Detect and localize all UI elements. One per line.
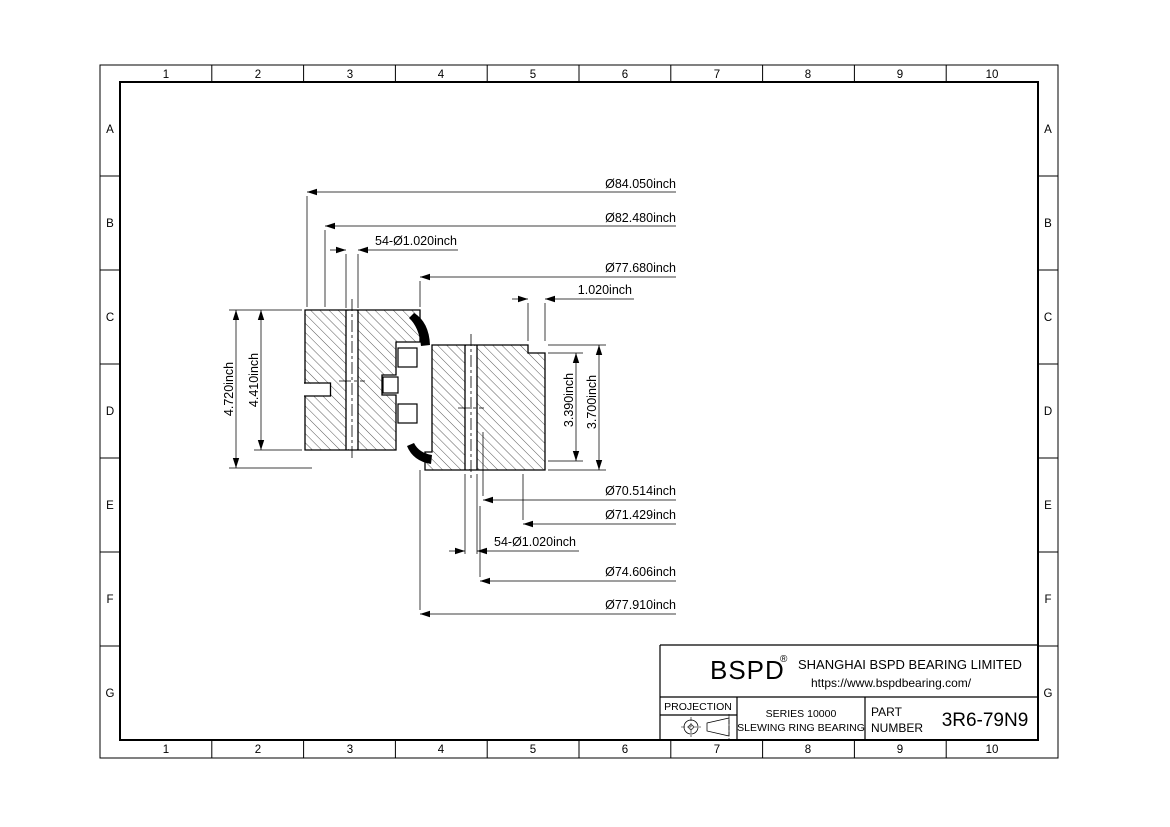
outer-ring-section	[304, 309, 421, 451]
grid-col-label: 9	[897, 69, 903, 81]
grid-col-label: 4	[438, 69, 445, 81]
grid-col-label: 8	[805, 744, 811, 756]
grid-row-label: A	[106, 124, 114, 136]
dim-dia-70-514: Ø70.514inch	[482, 432, 676, 504]
grid-row-label: G	[106, 688, 115, 700]
grid-row-label: E	[106, 500, 114, 512]
dim-label: Ø77.680inch	[605, 261, 676, 275]
projection-label: PROJECTION	[664, 701, 732, 713]
roller-middle	[382, 376, 399, 394]
dim-dia-82-480: Ø82.480inch	[324, 211, 676, 307]
grid-col-label: 9	[897, 744, 903, 756]
grid-ticks-top-bottom	[211, 65, 947, 758]
dim-dia-84-050: Ø84.050inch	[306, 177, 676, 307]
dim-dia-77-680: Ø77.680inch	[419, 261, 676, 307]
grid-row-label: F	[1044, 594, 1051, 606]
dim-height-3-700: 3.700inch	[548, 344, 606, 471]
grid-col-label: 10	[986, 69, 999, 81]
company-name: SHANGHAI BSPD BEARING LIMITED	[798, 657, 1022, 672]
brand-logo-text: BSPD	[710, 655, 785, 685]
grid-row-label: C	[106, 312, 114, 324]
dim-dia-71-429: Ø71.429inch	[522, 474, 676, 528]
outer-ring-bolt-hole-edges	[345, 310, 359, 450]
dim-label: 54-Ø1.020inch	[494, 535, 576, 549]
grid-col-label: 2	[255, 744, 261, 756]
dim-label: 3.390inch	[562, 373, 576, 427]
grid-col-label: 6	[622, 69, 628, 81]
grease-notch	[303, 383, 331, 396]
dim-label: Ø84.050inch	[605, 177, 676, 191]
seal-bottom	[407, 443, 432, 464]
dim-label: Ø71.429inch	[605, 508, 676, 522]
grid-col-label: 7	[714, 744, 720, 756]
dim-holes-top: 54-Ø1.020inch	[330, 234, 458, 308]
roller-upper	[397, 347, 418, 368]
dimensions: Ø84.050inch Ø82.480inch 54-Ø1.020inch Ø7…	[222, 177, 676, 618]
grid-row-label: B	[1044, 218, 1052, 230]
dim-label: 4.720inch	[222, 362, 236, 416]
seal-top	[409, 313, 430, 346]
dim-dia-74-606: Ø74.606inch	[479, 506, 676, 585]
grid-row-label: B	[106, 218, 114, 230]
registered-trademark-icon: ®	[780, 654, 788, 665]
sheet-border: 1 2 3 4 5 6 7 8 9 10 1 2 3 4 5 6 7 8 9 1…	[99, 64, 1059, 759]
inner-ring-bolt-hole-edges	[464, 345, 478, 470]
series-line1: SERIES 10000	[766, 708, 837, 720]
grid-row-label: G	[1044, 688, 1053, 700]
grid-col-label: 5	[530, 69, 536, 81]
dim-height-4-410: 4.410inch	[247, 310, 302, 451]
grid-row-label: A	[1044, 124, 1052, 136]
dim-dia-77-910: Ø77.910inch	[419, 470, 676, 618]
grease-notch-edges	[304, 382, 332, 397]
dim-label: Ø70.514inch	[605, 484, 676, 498]
grid-row-label: E	[1044, 500, 1052, 512]
grid-col-label: 1	[163, 744, 169, 756]
grid-col-label: 5	[530, 744, 536, 756]
dim-label: 54-Ø1.020inch	[375, 234, 457, 248]
grid-col-label: 1	[163, 69, 169, 81]
grid-col-label: 3	[347, 744, 353, 756]
first-angle-projection-icon	[681, 714, 730, 740]
grid-row-label: C	[1044, 312, 1052, 324]
bearing-cross-section	[303, 299, 546, 481]
dim-label: 3.700inch	[585, 375, 599, 429]
dim-label: 1.020inch	[578, 283, 632, 297]
dim-label: Ø82.480inch	[605, 211, 676, 225]
grid-col-label: 6	[622, 744, 628, 756]
grid-col-label: 7	[714, 69, 720, 81]
part-number-label-line1: PART	[871, 705, 903, 719]
grid-col-label: 8	[805, 69, 811, 81]
company-website: https://www.bspdbearing.com/	[811, 676, 972, 690]
grid-row-label: F	[106, 594, 113, 606]
dim-label: Ø77.910inch	[605, 598, 676, 612]
dim-label: Ø74.606inch	[605, 565, 676, 579]
dim-label: 4.410inch	[247, 353, 261, 407]
dim-holes-bottom: 54-Ø1.020inch	[449, 474, 579, 555]
inner-border	[119, 81, 1039, 741]
grid-row-label: D	[106, 406, 114, 418]
grid-col-label: 10	[986, 744, 999, 756]
roller-lower	[397, 403, 418, 424]
grid-col-label: 3	[347, 69, 353, 81]
part-number-label-line2: NUMBER	[871, 721, 923, 735]
title-block: BSPD ® SHANGHAI BSPD BEARING LIMITED htt…	[659, 644, 1038, 740]
part-number-value: 3R6-79N9	[942, 710, 1029, 731]
grid-col-label: 4	[438, 744, 445, 756]
grid-row-label: D	[1044, 406, 1052, 418]
dim-height-4-720: 4.720inch	[222, 309, 312, 469]
inner-ring-section	[424, 344, 546, 471]
series-line2: SLEWING RING BEARING	[737, 722, 865, 734]
dim-height-3-390: 3.390inch	[548, 352, 583, 462]
grid-ticks-left-right	[100, 175, 1058, 647]
dim-step-1-020: 1.020inch	[512, 283, 634, 341]
outer-border	[99, 64, 1059, 759]
grid-col-label: 2	[255, 69, 261, 81]
